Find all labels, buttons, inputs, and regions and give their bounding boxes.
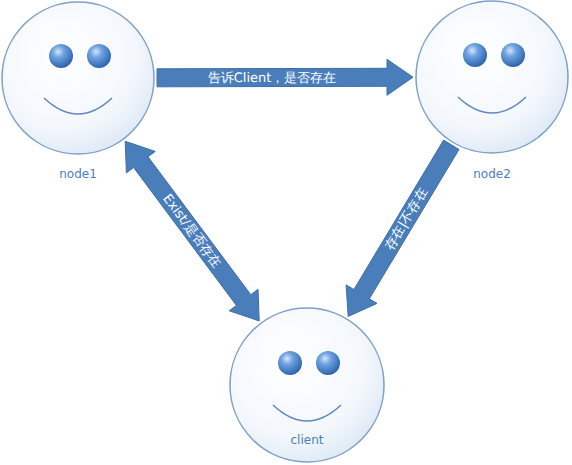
smiley-face xyxy=(415,0,569,154)
smiley-node: client xyxy=(229,307,385,463)
smiley-face xyxy=(1,1,155,155)
node-name: client xyxy=(209,432,405,448)
block-arrow xyxy=(125,141,259,321)
block-arrow xyxy=(157,59,413,95)
arrow-label: 存在|不存在 xyxy=(382,186,431,254)
smiley-node: node1 xyxy=(1,1,155,155)
arrow-label: 告诉Client，是否存在 xyxy=(208,69,337,85)
arrow-label: Exist/是否存在 xyxy=(160,191,225,271)
smiley-node: node2 xyxy=(415,0,569,154)
block-arrow xyxy=(346,140,459,316)
